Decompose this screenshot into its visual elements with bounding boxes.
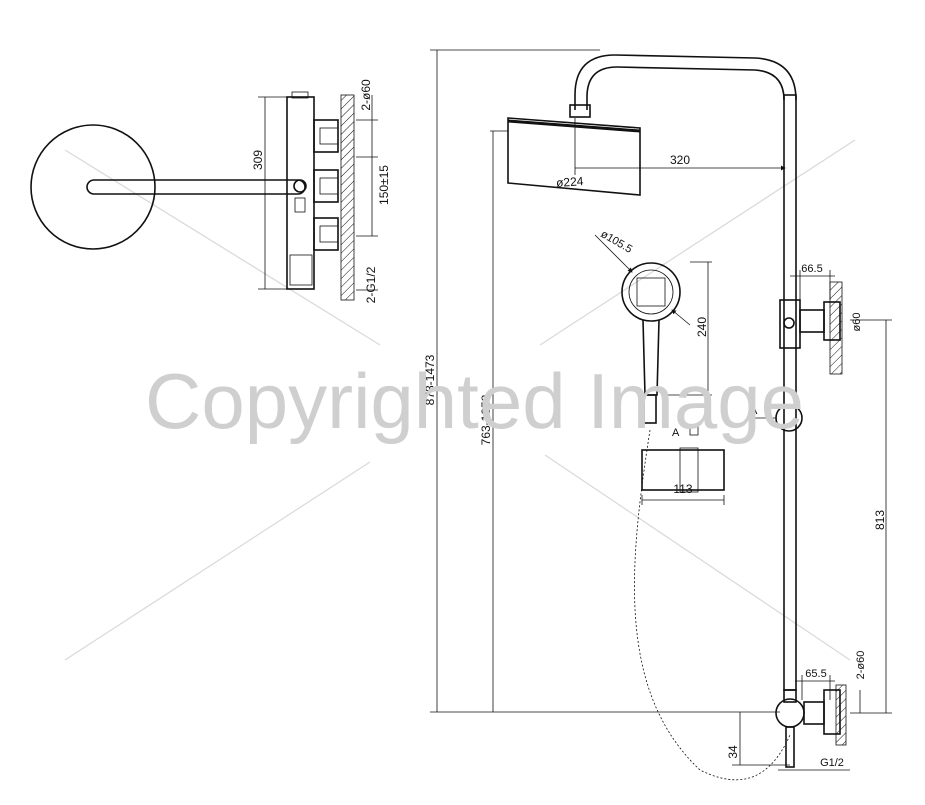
label-head-height: 763-1358 — [479, 394, 493, 445]
watermark-text: Copyrighted Image — [145, 357, 804, 445]
slide-bracket — [779, 299, 801, 349]
rain-shower-head — [507, 117, 641, 196]
label-hand-height: 240 — [695, 317, 709, 337]
shower-hose — [634, 429, 791, 781]
watermark-lines — [64, 139, 856, 661]
bottom-mixer — [775, 698, 805, 728]
label-ports-top: 2-ø60 — [359, 79, 373, 111]
wall-section-left — [340, 94, 355, 301]
eccentric-middle — [313, 169, 339, 203]
left-view — [30, 91, 378, 301]
label-total-height: 878-1473 — [423, 354, 437, 405]
label-holder-width: 113 — [673, 482, 692, 496]
eccentric-bottom — [313, 217, 339, 251]
shower-head-top-circle — [30, 124, 156, 250]
label-thread-left: 2-G1/2 — [364, 266, 378, 303]
shower-arm-top — [86, 179, 306, 195]
right-view — [430, 49, 892, 781]
wall-section-upper — [829, 281, 843, 375]
wall-section-lower — [835, 684, 847, 746]
label-arm-reach: 320 — [670, 153, 690, 167]
label-inlet-thread: G1/2 — [820, 757, 844, 769]
label-hand-diameter: ø105.5 — [599, 228, 635, 256]
label-rail-span: 813 — [873, 510, 887, 530]
label-section-a: A — [672, 427, 680, 439]
holder-section-a — [641, 449, 725, 491]
eccentric-top — [313, 119, 339, 153]
label-bottom-offset: 65.5 — [805, 668, 826, 680]
overhead-arm — [574, 54, 797, 110]
label-top-offset: 66.5 — [801, 263, 822, 275]
label-spacing: 150±15 — [377, 165, 391, 205]
label-top-port: ø60 — [851, 313, 863, 332]
label-head-diameter: ø224 — [556, 174, 585, 190]
label-section-mark: A — [750, 405, 758, 417]
label-bottom-ports: 2-ø60 — [855, 651, 867, 680]
hand-shower-head — [621, 262, 681, 322]
label-inlet-height: 34 — [726, 745, 740, 759]
label-height-309: 309 — [251, 150, 265, 170]
